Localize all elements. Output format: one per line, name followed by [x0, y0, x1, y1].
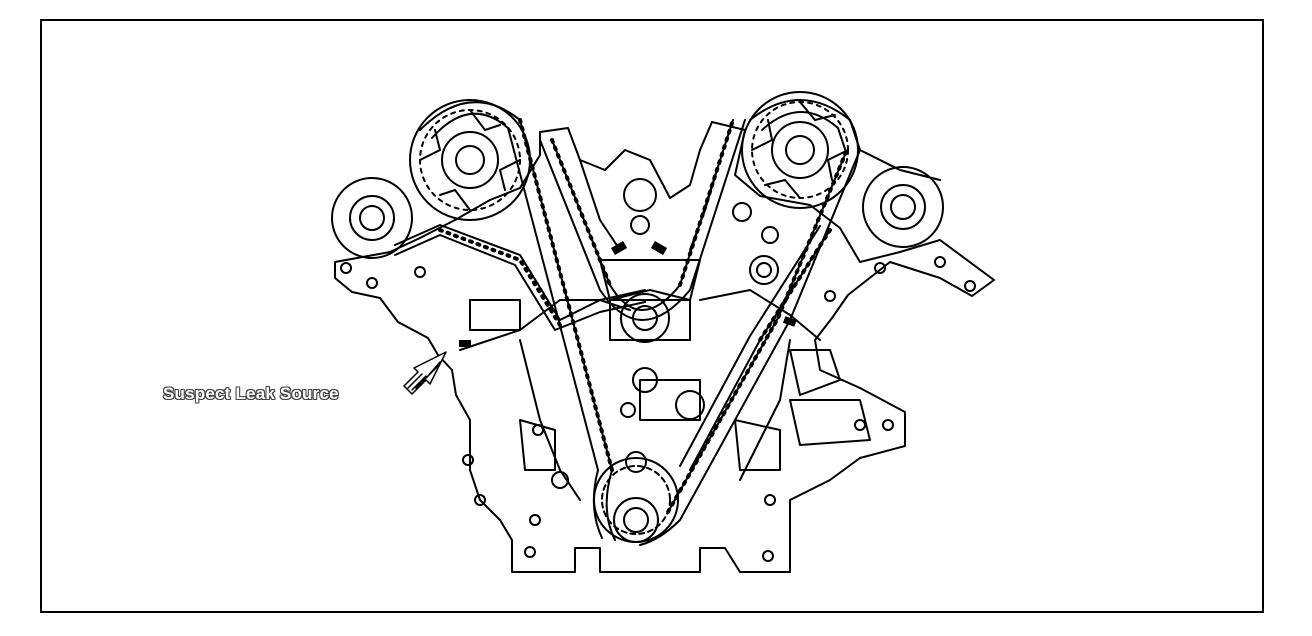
left-outer-cam-sprocket — [331, 177, 413, 259]
engine-block — [334, 121, 995, 573]
figure-frame — [40, 19, 1264, 613]
right-outer-cam-sprocket — [862, 166, 944, 248]
callout-arrow-icon — [403, 351, 447, 395]
suspect-leak-source-label: Suspect Leak Source — [163, 384, 339, 403]
left-inner-cam-sprocket — [409, 99, 531, 221]
timing-chain-right — [539, 99, 941, 546]
right-inner-cam-sprocket — [741, 91, 859, 209]
chain-guide-marks — [459, 241, 797, 347]
timing-chain-left — [394, 101, 646, 541]
